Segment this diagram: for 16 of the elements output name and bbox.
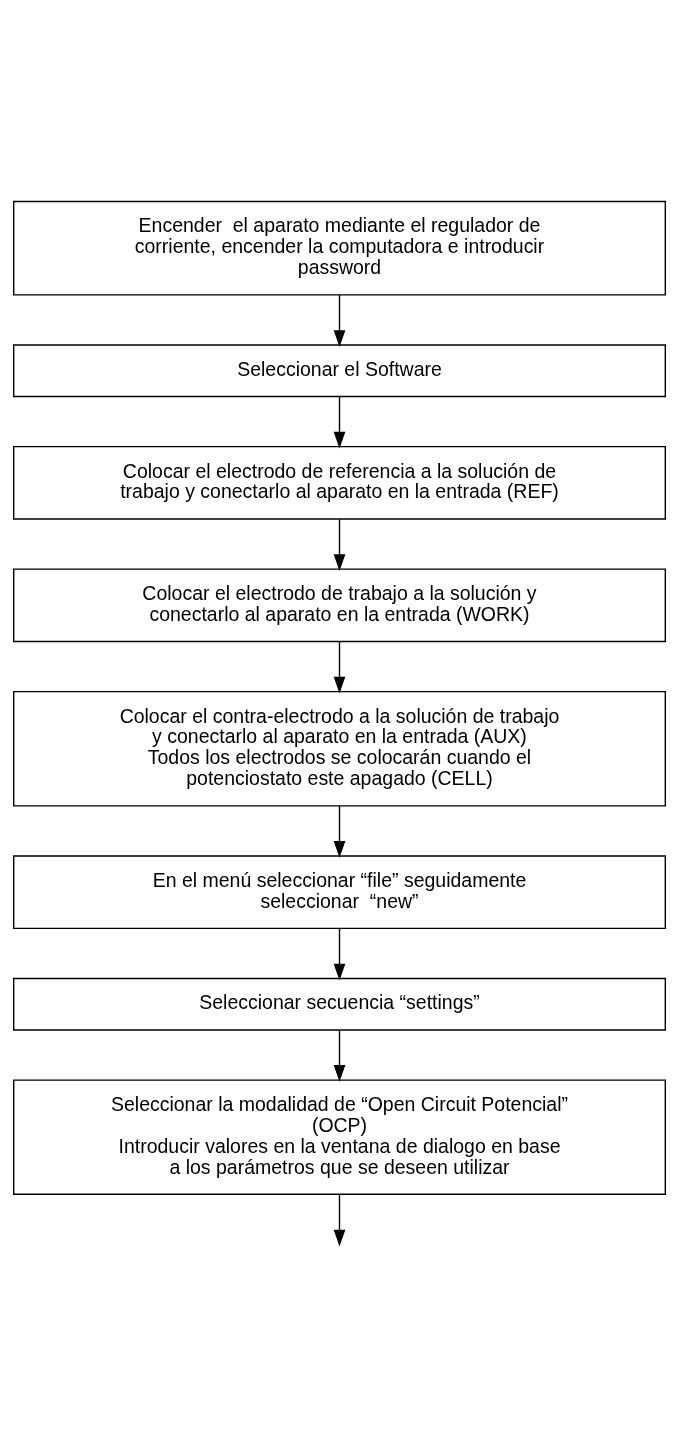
node-box: Seleccionar el Software — [13, 343, 666, 397]
arrow — [333, 804, 346, 858]
node-box: En el menú seleccionar “file” seguidamente seleccionar “new” — [13, 854, 666, 929]
node-box: Colocar el contra-electrodo a la solución de trabajo y conectarlo al aparato en la entrada (AUX) Todos los electrodos se colocarán cuando el potenciostato este apagado (CELL) — [13, 690, 666, 807]
arrow — [333, 395, 346, 448]
arrow — [333, 640, 346, 693]
arrow — [333, 293, 346, 347]
arrow — [333, 1028, 346, 1082]
node-box: Colocar el electrodo de trabajo a la solución y conectarlo al aparato en la entrada (WORK) — [13, 567, 666, 642]
node-box: Colocar el electrodo de referencia a la solución de trabajo y conectarlo al aparato en la entrada (REF) — [13, 445, 666, 520]
node-box: Seleccionar secuencia “settings” — [13, 977, 666, 1031]
node-box: Encender el aparato mediante el regulador de corriente, encender la computadora e introducir password — [13, 200, 666, 296]
arrow — [333, 927, 346, 981]
arrow — [333, 518, 346, 571]
arrow — [333, 1193, 346, 1246]
node-box: Seleccionar la modalidad de “Open Circuit Potencial” (OCP) Introducir valores en la ventana de dialogo en base a los parámetros que se deseen utilizar — [13, 1078, 666, 1195]
